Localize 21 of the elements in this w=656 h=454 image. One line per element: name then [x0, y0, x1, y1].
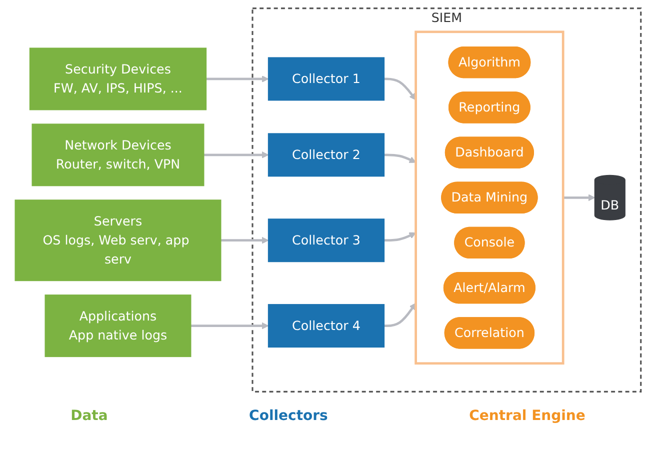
- arrow: [206, 75, 269, 82]
- brace-label: Data: [70, 408, 108, 424]
- arrow: [204, 151, 269, 158]
- arrow: [563, 194, 596, 202]
- arrow: [384, 302, 416, 327]
- arrow: [384, 232, 416, 242]
- arrow: [190, 322, 269, 330]
- node-box: Network Devices Router, switch, VPN: [32, 124, 204, 186]
- arrow: [384, 78, 416, 100]
- node-box: Collector 1: [268, 57, 385, 101]
- node-box: Collector 4: [268, 304, 385, 348]
- brace-label: Collectors: [249, 408, 328, 424]
- node-box: Servers OS logs, Web serv, app serv: [14, 200, 222, 282]
- node-box: Applications App native logs: [44, 294, 192, 358]
- node-box: Collector 2: [268, 133, 385, 177]
- node-box: Security Devices FW, AV, IPS, HIPS, ...: [29, 48, 207, 110]
- node-box: Collector 3: [268, 218, 385, 262]
- arrow: [384, 154, 416, 163]
- brace-label: Central Engine: [469, 408, 586, 424]
- arrow: [220, 236, 269, 244]
- cluster: [414, 30, 564, 365]
